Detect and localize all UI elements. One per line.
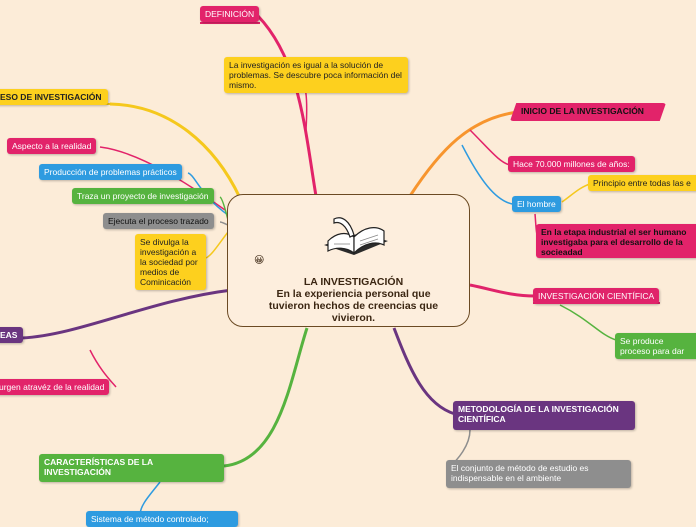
branch-hombre xyxy=(461,144,513,205)
node-definicion[interactable]: DEFINICIÓN xyxy=(200,6,260,22)
central-topic[interactable]: 😀 LA INVESTIGACIÓN En la experiencia per… xyxy=(227,194,470,327)
branch-caracteristicas xyxy=(223,327,309,468)
node-proceso-label: ESO DE INVESTIGACIÓN xyxy=(0,92,102,102)
node-ideas[interactable]: EAS xyxy=(0,327,24,343)
node-proceso[interactable]: ESO DE INVESTIGACIÓN xyxy=(0,89,108,105)
branch-produccion xyxy=(187,172,229,216)
node-investigacion-cientifica-label: INVESTIGACIÓN CIENTÍFICA xyxy=(538,291,655,301)
node-definicion-text-label: La investigación es igual a la solución … xyxy=(229,60,402,90)
node-conjunto-label: El conjunto de método de estudio es indi… xyxy=(451,463,589,483)
branch-definicion xyxy=(256,14,318,197)
central-topic-title: LA INVESTIGACIÓN En la experiencia perso… xyxy=(268,276,439,324)
node-divulga-label: Se divulga la investigación a la socieda… xyxy=(140,237,198,287)
smiley-emoji: 😀 xyxy=(254,255,265,266)
branch-principio xyxy=(561,183,591,203)
node-principio-label: Principio entre todas las e xyxy=(593,178,691,188)
branch-metodologia xyxy=(392,327,456,416)
node-divulga[interactable]: Se divulga la investigación a la socieda… xyxy=(135,234,206,290)
node-inicio[interactable]: INICIO DE LA INVESTIGACIÓN xyxy=(510,103,666,121)
node-investigacion-cientifica[interactable]: INVESTIGACIÓN CIENTÍFICA xyxy=(533,288,660,304)
node-ideas-label: EAS xyxy=(0,330,18,340)
branch-surgen xyxy=(89,349,117,388)
node-sistema-label: Sistema de método controlado; xyxy=(91,514,209,524)
node-definicion-label: DEFINICIÓN xyxy=(205,9,255,19)
node-caracteristicas[interactable]: CARACTERÍSTICAS DE LA INVESTIGACIÓN xyxy=(39,454,224,482)
node-conjunto[interactable]: El conjunto de método de estudio es indi… xyxy=(446,460,631,488)
branch-ejecuta xyxy=(219,221,229,226)
node-produce-label: Se produce proceso para dar nuevos co xyxy=(620,336,685,359)
node-ejecuta[interactable]: Ejecuta el proceso trazado xyxy=(103,213,214,229)
branch-inicio xyxy=(408,110,519,197)
node-surgen[interactable]: urgen atravéz de la realidad xyxy=(0,379,110,395)
node-metodologia[interactable]: METODOLOGÍA DE LA INVESTIGACIÓN CIENTÍFI… xyxy=(453,401,635,430)
node-surgen-label: urgen atravéz de la realidad xyxy=(0,382,105,392)
branch-cientifica xyxy=(469,283,536,298)
branch-definicion-text xyxy=(305,91,308,131)
node-produccion-label: Producción de problemas prácticos xyxy=(44,167,177,177)
central-topic-text: LA INVESTIGACIÓN En la experiencia perso… xyxy=(268,276,439,324)
node-traza[interactable]: Traza un proyecto de investigación xyxy=(72,188,214,204)
node-ejecuta-label: Ejecuta el proceso trazado xyxy=(108,216,209,226)
node-principio[interactable]: Principio entre todas las e xyxy=(588,175,696,191)
node-inicio-label: INICIO DE LA INVESTIGACIÓN xyxy=(521,106,644,116)
node-produce[interactable]: Se produce proceso para dar nuevos co xyxy=(615,333,696,359)
node-metodologia-label: METODOLOGÍA DE LA INVESTIGACIÓN CIENTÍFI… xyxy=(458,404,619,424)
node-caracteristicas-label: CARACTERÍSTICAS DE LA INVESTIGACIÓN xyxy=(44,457,153,477)
node-aspecto[interactable]: Aspecto a la realidad xyxy=(7,138,97,154)
node-hombre-label: El hombre xyxy=(517,199,556,209)
node-hombre[interactable]: El hombre xyxy=(512,196,561,212)
branch-produce xyxy=(559,304,617,341)
node-aspecto-label: Aspecto a la realidad xyxy=(12,141,92,151)
node-traza-label: Traza un proyecto de investigación xyxy=(77,191,209,201)
node-sistema[interactable]: Sistema de método controlado; xyxy=(86,511,238,527)
node-definicion-text[interactable]: La investigación es igual a la solución … xyxy=(224,57,408,93)
branch-hace xyxy=(469,129,511,166)
node-etapa[interactable]: En la etapa industrial el ser humano inv… xyxy=(536,224,696,258)
branch-ideas xyxy=(21,288,233,340)
node-produccion[interactable]: Producción de problemas prácticos xyxy=(39,164,182,180)
node-hace[interactable]: Hace 70.000 millones de años: xyxy=(508,156,635,172)
branch-proceso xyxy=(109,102,242,199)
node-etapa-label: En la etapa industrial el ser humano inv… xyxy=(541,227,687,257)
node-hace-label: Hace 70.000 millones de años: xyxy=(513,159,630,169)
branch-divulga xyxy=(205,231,229,259)
open-book-icon xyxy=(320,215,392,264)
